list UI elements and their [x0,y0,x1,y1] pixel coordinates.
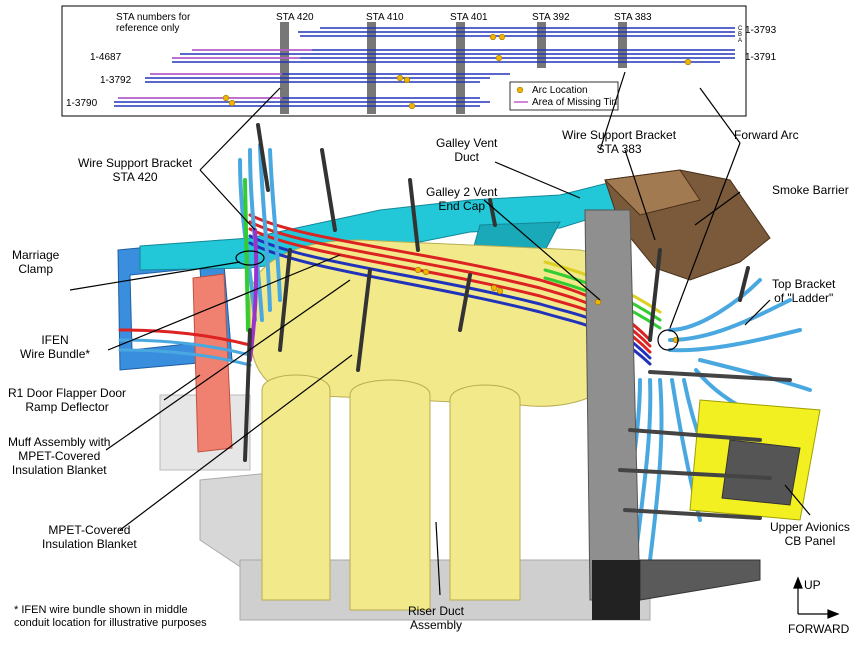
marriage-clamp [235,250,265,266]
wire-label: 1-4687 [90,52,122,63]
callout-galley-vent-duct: Galley Vent Duct [436,136,498,164]
inset-legend-box [509,81,619,111]
callout-lines [69,71,811,596]
main-diagram [69,71,840,621]
station-label: STA 383 [614,12,652,23]
axis-up-label: UP [804,578,821,592]
callout-ifen-bundle: IFEN Wire Bundle* [20,333,91,361]
cb-panel-inset [721,439,801,506]
bulkhead-panel [584,209,641,601]
smoke-barrier-top [603,169,701,216]
forward-arc-marker [657,329,679,351]
callout-riser-duct: Riser Duct Assembly [408,604,465,632]
station-label: STA 420 [276,12,314,23]
inset-missing-tin [118,49,312,99]
callout-forward-arc: Forward Arc [734,128,799,142]
axis-forward-label: FORWARD [788,622,850,636]
support-brackets [243,123,750,462]
wire-label: 1-3791 [745,52,777,63]
wire-end-letter: A [738,38,743,44]
callout-smoke-barrier: Smoke Barrier [772,183,849,197]
station-label: STA 401 [450,12,488,23]
legend-arc-label: Arc Location [532,85,588,96]
station-label: STA 410 [366,12,404,23]
callout-r1-door: R1 Door Flapper Door Ramp Deflector [8,386,127,414]
callout-marriage-clamp: Marriage Clamp [12,248,60,276]
bulkhead-foot [639,559,761,601]
inset-panel [61,5,747,117]
station-label: STA 392 [532,12,570,23]
callout-wire-support-420: Wire Support Bracket STA 420 [78,156,193,184]
footnote: * IFEN wire bundle shown in middle condu… [14,604,207,629]
callout-muff-assembly: Muff Assembly with MPET-Covered Insulati… [8,435,111,477]
legend-arc-swatch [516,86,524,94]
axis-indicator [793,576,840,619]
bulkhead-base [592,560,640,620]
callout-wire-support-383: Wire Support Bracket STA 383 [562,128,677,156]
r1-flapper-door [192,273,233,453]
wire-label: 1-3792 [100,75,132,86]
callout-mpet-blanket: MPET-Covered Insulation Blanket [42,523,137,551]
callout-top-bracket: Top Bracket of "Ladder" [772,277,836,305]
ladder-rungs [618,370,792,520]
wire-label: 1-3793 [745,25,777,36]
riser-duct-assembly [249,239,617,611]
inset-station-bars [280,22,627,114]
left-wire-bundles [118,143,282,367]
callout-galley-2-end-cap: Galley 2 Vent End Cap [426,185,498,213]
inset-note: STA numbers for reference only [116,12,191,34]
inset-arc-dots [222,33,692,110]
legend-tin-label: Area of Missing Tin [532,97,618,108]
wire-label: 1-3790 [66,98,98,109]
wire-end-letter: B [738,32,743,38]
callout-upper-avionics: Upper Avionics CB Panel [770,520,850,548]
wire-end-letter: C [738,26,743,32]
